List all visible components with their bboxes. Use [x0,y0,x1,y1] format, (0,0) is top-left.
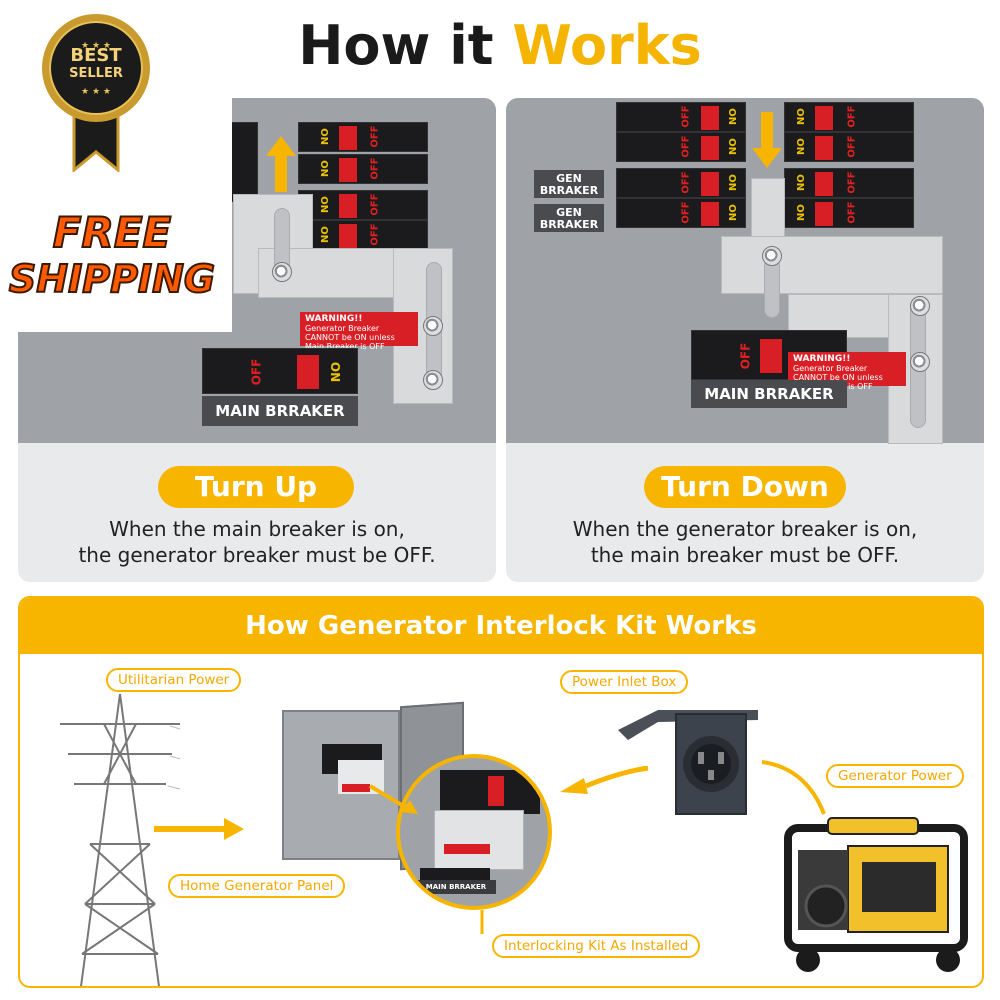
best-seller-text: BEST SELLER [69,45,123,82]
gen-breaker-label: GEN BRRAKER [534,204,604,232]
svg-text:★ ★ ★: ★ ★ ★ [81,41,111,51]
generator-pointer [761,760,826,815]
main-breaker-label: MAIN BRRAKER [202,396,358,426]
breaker: ON OFF [298,122,428,152]
screw-icon [910,352,930,372]
best-seller-badge-icon: ★ ★ ★ ★ ★ ★ [42,14,150,172]
breaker: ON OFF [298,190,428,220]
turn-up-pill: Turn Up [158,466,354,508]
turn-down-pill: Turn Down [644,466,846,508]
breaker: ON OFF [298,154,428,184]
turn-down-caption: When the generator breaker is on, the ma… [572,517,918,567]
gen-breaker-label: GEN BRRAKER [534,170,604,198]
interlock-plate [721,236,943,294]
svg-text:★ ★ ★: ★ ★ ★ [81,87,111,97]
title-part-1: How it [298,14,513,77]
screw-icon [910,296,930,316]
arrow-up-icon [266,136,296,192]
interlock-slot [764,258,780,318]
main-breaker-label: MAIN BRRAKER [691,380,847,408]
kit-pointer-line [480,910,484,934]
screw-icon [762,246,782,266]
free-shipping-badge: FREE SHIPPING [8,208,216,303]
title-part-2: Works [512,14,702,77]
arrow-down-icon [752,112,782,168]
breaker: ON OFF [298,220,428,250]
home-panel-tag: Home Generator Panel [168,874,346,898]
generator-power-tag: Generator Power [826,764,964,788]
generator-icon [784,817,968,972]
section-heading: How Generator Interlock Kit Works [20,598,982,654]
zoomed-kit-view: MAIN BRRAKER [396,754,552,910]
screw-icon [423,316,443,336]
interlock-plate [751,178,785,238]
panel-warning [342,784,370,792]
transmission-tower-icon [60,694,180,986]
page-title: How it Works [0,14,1000,77]
interlock-kit-section: How Generator Interlock Kit Works Utilit… [18,596,984,988]
arrow-right-icon [154,818,244,840]
zoom-main-label: MAIN BRRAKER [416,880,496,894]
arrow-zoom-icon [368,784,418,814]
screw-icon [423,370,443,390]
utility-power-tag: Utilitarian Power [106,668,242,692]
power-inlet-box-icon [618,710,758,815]
main-breaker: OFF ON [202,348,358,394]
warning-label: WARNING!! Generator Breaker CANNOT be ON… [300,312,418,351]
generator-breaker [228,122,258,202]
interlocking-kit-tag: Interlocking Kit As Installed [492,934,701,958]
screw-icon [272,262,292,282]
turn-up-photo: ON OFF ON OFF ON OFF ON OFF WARNING! [18,98,496,443]
power-inlet-tag: Power Inlet Box [560,670,689,694]
arrow-left-icon [560,766,649,794]
turn-up-caption: When the main breaker is on, the generat… [78,517,436,567]
